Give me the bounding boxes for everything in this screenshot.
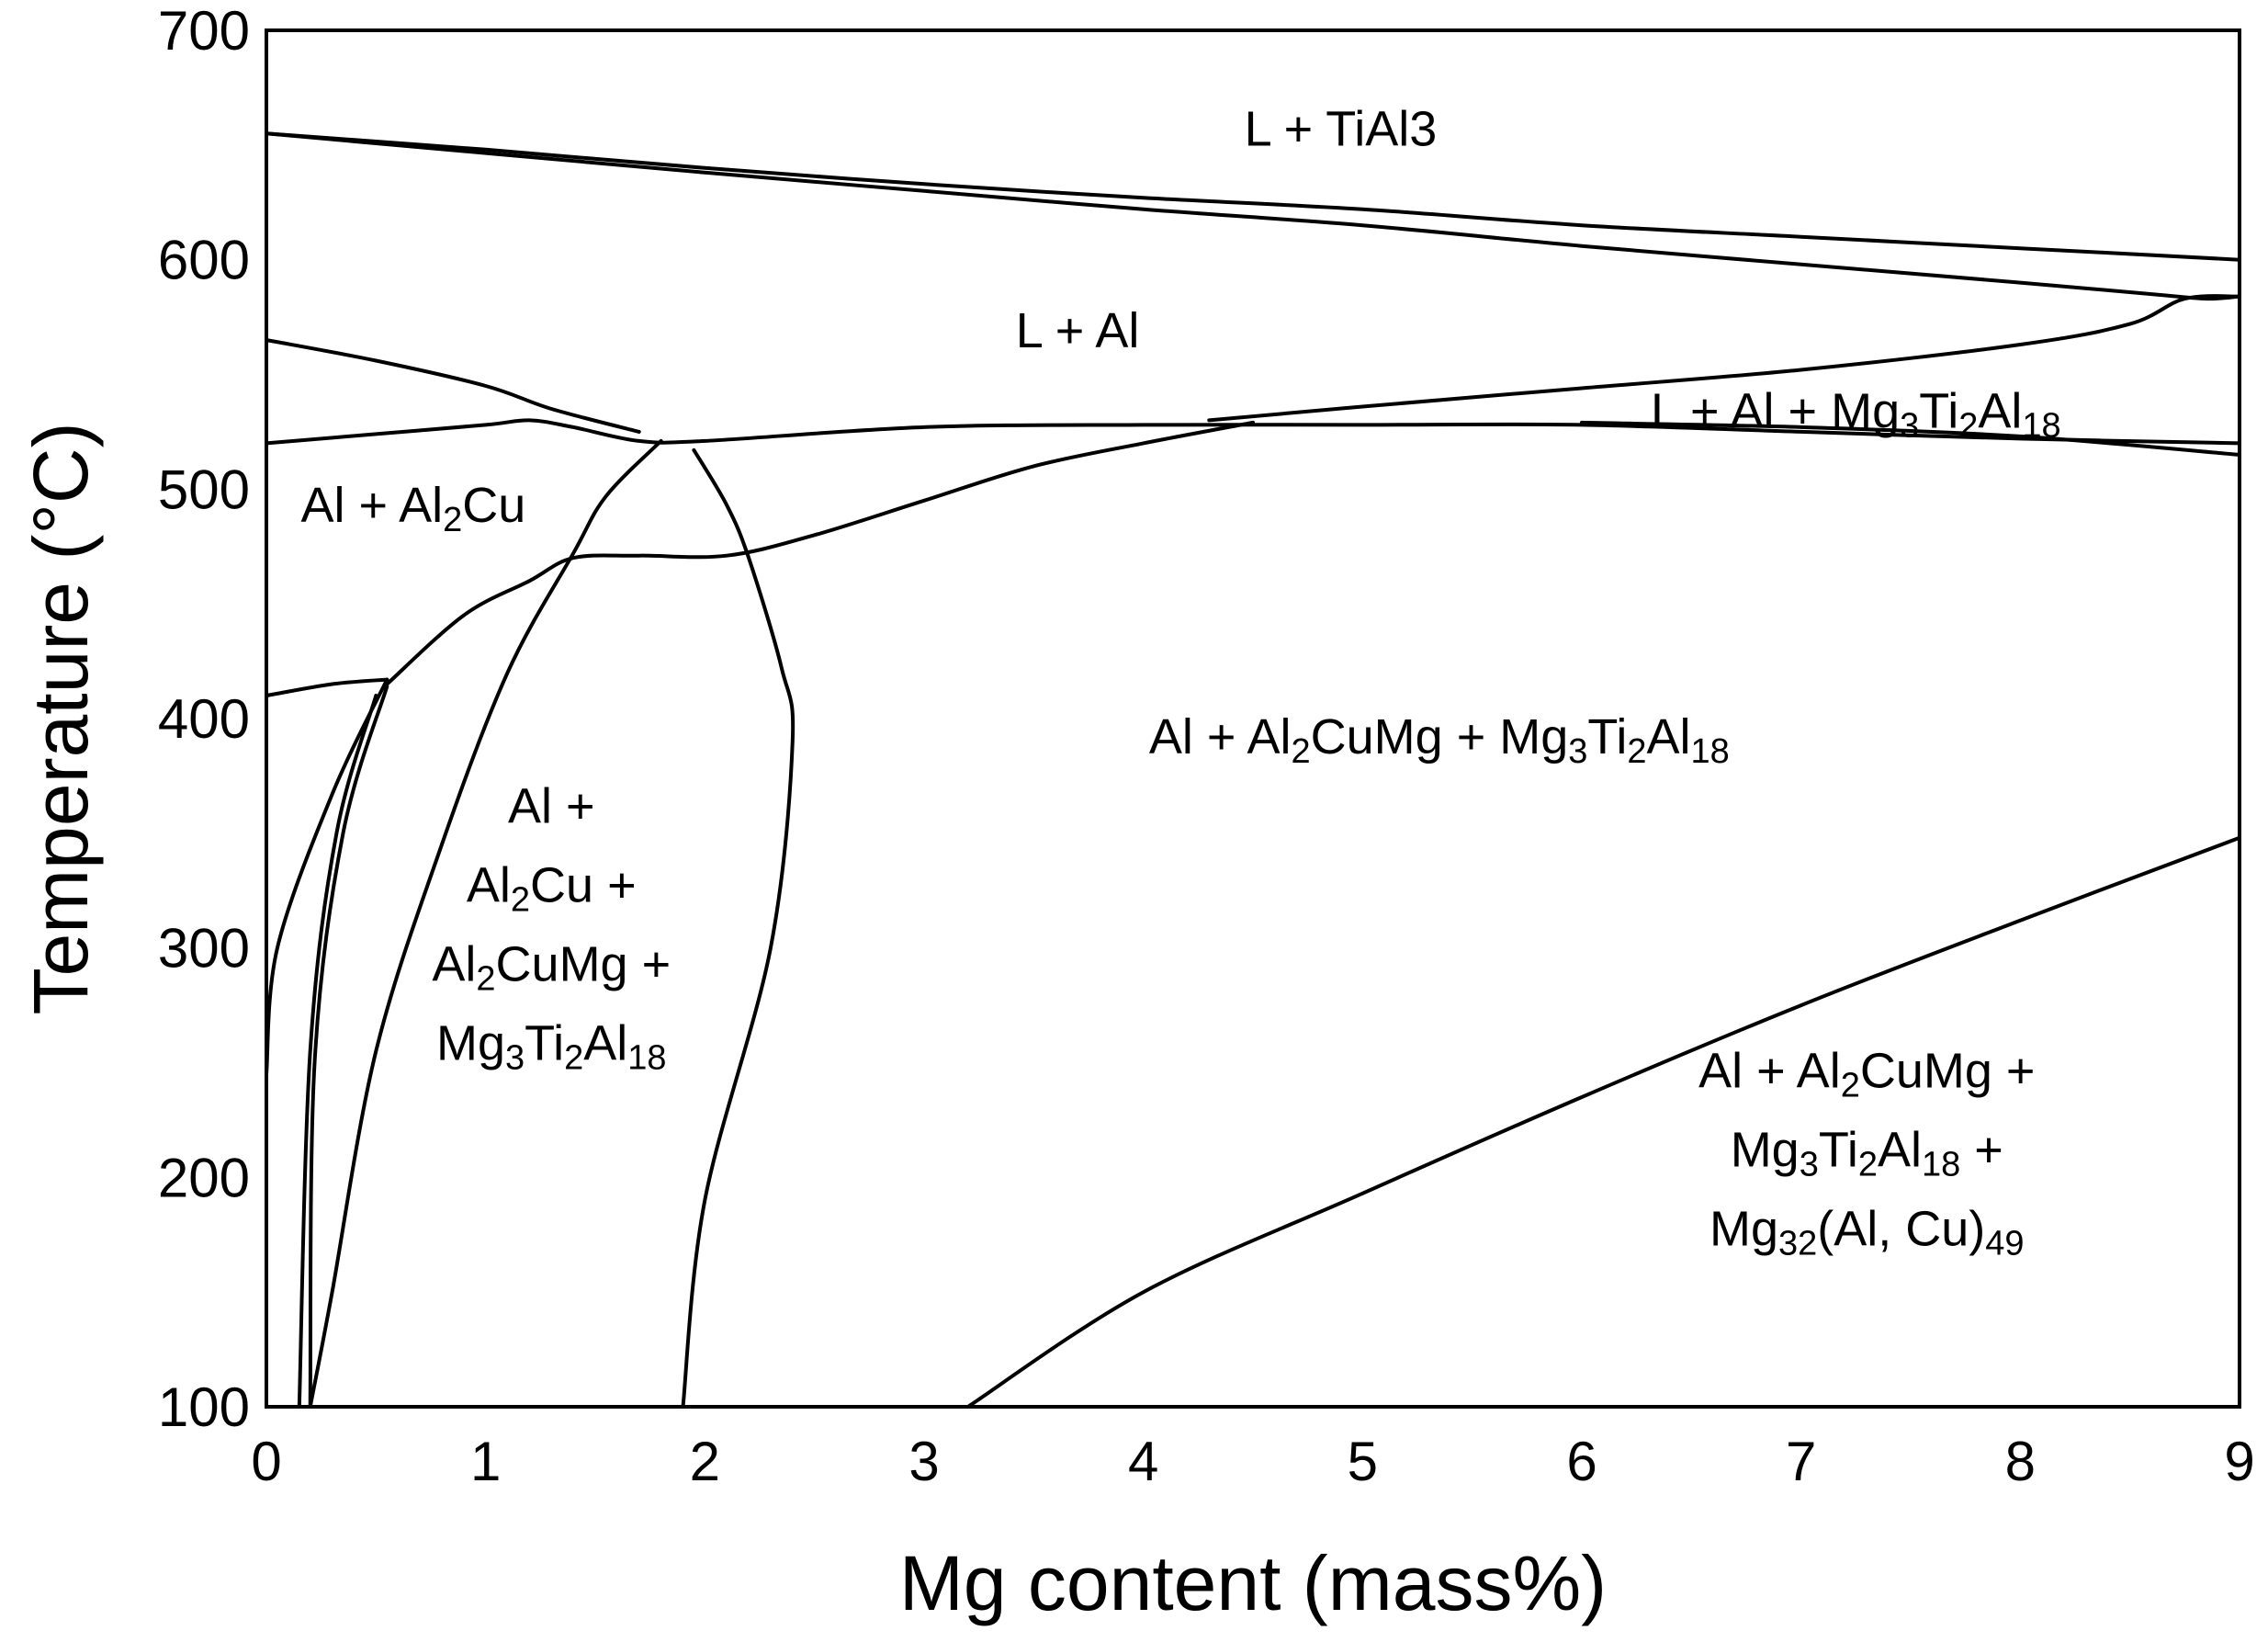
phase-boundary-line-7 [308, 438, 663, 1409]
phase-boundary-line-5 [1207, 294, 2241, 423]
x-axis-label: Mg content (mass%) [899, 1540, 1607, 1626]
x-tick-label: 8 [2005, 1431, 2036, 1492]
region-label-al-al2cumg-mg3ti2al18-mg32alcu49: Al + Al2CuMg +Mg3Ti2Al18 +Mg32(Al, Cu)49 [1698, 1043, 2035, 1263]
phase-boundary-line-2 [265, 131, 2241, 301]
x-tick-label: 2 [690, 1431, 720, 1492]
y-tick-label: 200 [158, 1147, 250, 1208]
x-tick-label: 6 [1566, 1431, 1597, 1492]
phase-boundary-line-1 [265, 131, 2241, 262]
y-tick-label: 700 [158, 0, 250, 62]
region-label-al-al2cu-al2cumg-mg3ti2al18: Al +Al2Cu +Al2CuMg +Mg3Ti2Al18 [432, 779, 671, 1078]
phase-boundary-line-14 [965, 835, 2241, 1409]
phase-boundary-line-8 [681, 447, 795, 1409]
region-label-l-al-mg3ti2al18: L + Al + Mg3Ti2Al18 [1651, 383, 2061, 445]
x-tick-label: 4 [1128, 1431, 1158, 1492]
phase-boundary-line-10 [265, 677, 389, 697]
phase-boundary-line-3 [265, 338, 641, 434]
phase-boundary-line-4 [265, 418, 2241, 446]
phase-boundaries [265, 131, 2241, 1409]
region-label-al-al2cumg-mg3ti2al18: Al + Al2CuMg + Mg3Ti2Al18 [1149, 709, 1730, 771]
y-tick-label: 500 [158, 459, 250, 520]
region-label-l-tial3: L + TiAl3 [1245, 101, 1438, 156]
y-tick-label: 100 [158, 1376, 250, 1438]
x-tick-label: 9 [2224, 1431, 2254, 1492]
y-tick-label: 600 [158, 230, 250, 291]
phase-boundary-line-11 [265, 677, 389, 1076]
y-axis-label: Temperature (°C) [17, 422, 104, 1014]
region-label-al-al2cu: Al + Al2Cu [301, 478, 526, 539]
phase-boundary-line-6 [1580, 420, 2241, 457]
x-tick-label: 5 [1348, 1431, 1378, 1492]
x-tick-label: 3 [908, 1431, 939, 1492]
x-tick-label: 1 [470, 1431, 501, 1492]
region-label-l-al: L + Al [1016, 303, 1140, 358]
axis-ticks: 0 1 2 3 4 5 6 7 8 9 100 200 300 400 500 600 700 [158, 0, 2255, 1492]
region-labels: L + TiAl3 L + Al L + Al + Mg3Ti2Al18 Al + A… [301, 101, 2061, 1263]
plot-frame [265, 28, 2241, 1409]
x-tick-label: 0 [251, 1431, 281, 1492]
phase-boundary-line-12 [297, 694, 378, 1409]
phase-boundary-line-9 [385, 420, 1255, 686]
y-tick-label: 300 [158, 918, 250, 980]
y-tick-label: 400 [158, 688, 250, 750]
phase-boundary-line-13 [308, 685, 389, 1409]
x-tick-label: 7 [1786, 1431, 1816, 1492]
